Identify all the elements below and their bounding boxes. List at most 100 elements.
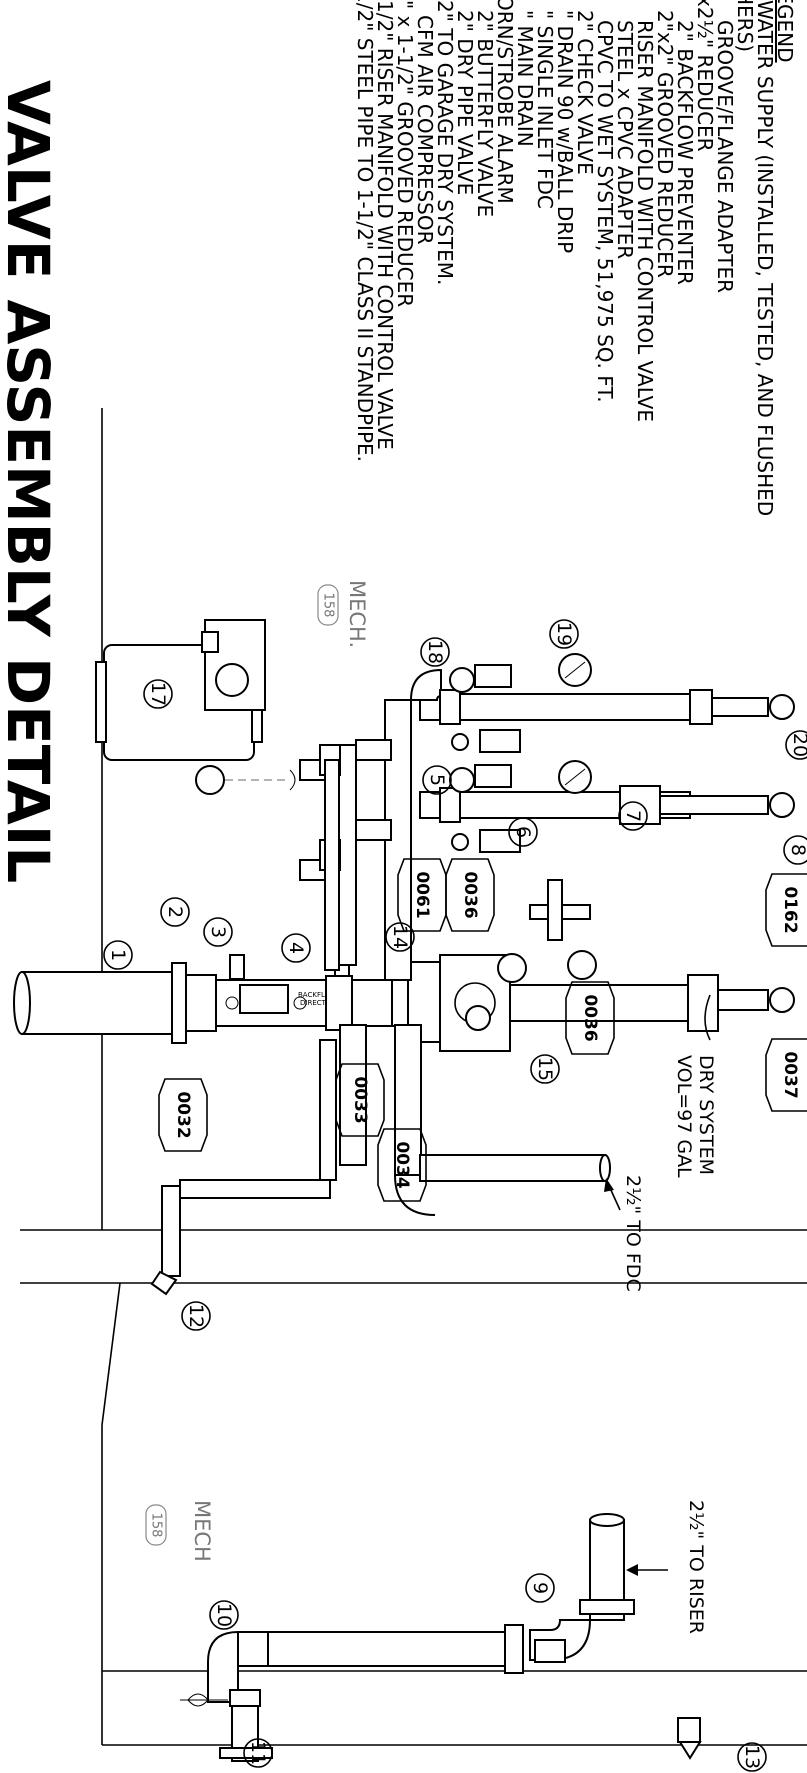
callout-15: 15 xyxy=(530,1054,560,1084)
legend-line: CPVC TO WET SYSTEM, 51,975 SQ. FT. xyxy=(593,20,617,403)
fdc-pipe xyxy=(394,1154,611,1216)
backflow-label-2: DIRECT xyxy=(300,999,327,1007)
callout-9: 9 xyxy=(525,1573,555,1603)
svg-text:14: 14 xyxy=(389,925,411,949)
svg-text:8: 8 xyxy=(787,844,807,856)
svg-text:3: 3 xyxy=(207,926,229,938)
tag-0061: 0061 xyxy=(397,858,447,932)
callout-10: 10 xyxy=(209,1600,239,1630)
svg-text:7: 7 xyxy=(622,810,644,822)
callout-13: 13 xyxy=(737,1742,767,1772)
legend-line: 2" BUTTERFLY VALVE xyxy=(473,10,497,217)
tag-0034: 0034 xyxy=(377,1128,427,1202)
mech-room-2: 158 xyxy=(149,1513,164,1538)
tag-0037: 0037 xyxy=(765,1038,807,1112)
tag-0036-a: 0036 xyxy=(445,858,495,932)
strobe-device xyxy=(677,1717,702,1760)
svg-text:2: 2 xyxy=(164,906,186,918)
legend-line: 2" TO GARAGE DRY SYSTEM. xyxy=(433,0,457,285)
drawing-title: VALVE ASSEMBLY DETAIL xyxy=(0,80,62,883)
svg-text:11: 11 xyxy=(247,1741,269,1765)
svg-text:17: 17 xyxy=(147,682,169,706)
callout-3: 3 xyxy=(203,917,233,947)
legend-line: 2" DRY PIPE VALVE xyxy=(453,10,477,195)
callout-17: 17 xyxy=(143,679,173,709)
tag-0162: 0162 xyxy=(765,873,807,947)
svg-text:19: 19 xyxy=(553,622,575,646)
legend: R LEGEND WATER SUPPLY (INSTALLED, TESTED… xyxy=(353,0,797,516)
svg-text:5: 5 xyxy=(426,774,448,786)
callout-18: 18 xyxy=(420,637,450,667)
svg-text:0061: 0061 xyxy=(412,871,432,918)
legend-line: WATER SUPPLY (INSTALLED, TESTED, AND FLU… xyxy=(753,0,777,516)
notes: DRY SYSTEM VOL=97 GAL 2½" TO FDC 2½" TO … xyxy=(145,580,717,1634)
legend-line: " MAIN DRAIN xyxy=(513,10,537,147)
svg-text:9: 9 xyxy=(529,1582,551,1594)
riser-pipe xyxy=(391,879,795,1052)
legend-line: GROOVE/FLANGE ADAPTER xyxy=(713,20,737,293)
callout-11: 11 xyxy=(243,1738,273,1768)
note-dry-system: DRY SYSTEM xyxy=(695,1055,717,1175)
callout-12: 12 xyxy=(181,1301,211,1331)
svg-text:0162: 0162 xyxy=(780,886,800,933)
legend-line: 1/2" RISER MANIFOLD WITH CONTROL VALVE xyxy=(373,0,397,450)
legend-line: " x 1-1/2" GROOVED REDUCER xyxy=(393,0,417,307)
riser-detail xyxy=(180,1513,635,1762)
svg-text:6: 6 xyxy=(512,826,534,838)
legend-line: 2" CHECK VALVE xyxy=(573,10,597,175)
main-supply-pipe: BACKFLOW DIRECT xyxy=(13,954,393,1044)
legend-line: RISER MANIFOLD WITH CONTROL VALVE xyxy=(633,20,657,422)
legend-heading: R LEGEND xyxy=(773,0,797,63)
legend-line: 1/2" STEEL PIPE TO 1-1/2" CLASS II STAND… xyxy=(353,0,377,462)
svg-text:13: 13 xyxy=(741,1745,763,1769)
svg-text:0033: 0033 xyxy=(350,1076,370,1123)
legend-line: HERS) xyxy=(733,0,757,52)
callout-5: 5 xyxy=(422,765,452,795)
manifold-pipes xyxy=(299,653,795,1176)
callouts: 1 2 3 4 5 6 7 8 9 10 11 12 13 14 15 17 1… xyxy=(103,619,807,1772)
mech-label-2: MECH xyxy=(190,1500,214,1562)
legend-line: x2½" REDUCER xyxy=(693,0,717,152)
callout-1: 1 xyxy=(103,940,133,970)
legend-line: STEEL x CPVC ADAPTER xyxy=(613,20,637,259)
note-dry-volume: VOL=97 GAL xyxy=(673,1055,695,1178)
callout-7: 7 xyxy=(618,801,648,831)
callout-6: 6 xyxy=(508,817,538,847)
callout-2: 2 xyxy=(160,897,190,927)
callout-14: 14 xyxy=(385,922,415,952)
svg-text:0034: 0034 xyxy=(392,1141,412,1188)
svg-text:0036: 0036 xyxy=(460,871,480,918)
svg-text:12: 12 xyxy=(185,1304,207,1328)
svg-text:15: 15 xyxy=(534,1057,556,1081)
svg-text:4: 4 xyxy=(285,942,307,954)
legend-line: 2"x2" GROOVED REDUCER xyxy=(653,10,677,278)
callout-20: 20 xyxy=(785,730,807,760)
svg-text:10: 10 xyxy=(213,1603,235,1627)
note-to-fdc: 2½" TO FDC xyxy=(622,1175,644,1292)
air-compressor xyxy=(95,619,296,795)
callout-19: 19 xyxy=(549,619,579,649)
note-to-riser: 2½" TO RISER xyxy=(685,1500,707,1634)
tags: 0032 0033 0034 0036 0036 0037 0061 0162 xyxy=(158,858,807,1202)
svg-text:0036: 0036 xyxy=(580,994,600,1041)
legend-line: 2" BACKFLOW PREVENTER xyxy=(673,20,697,285)
callout-8: 8 xyxy=(783,835,807,865)
mech-room-1: 158 xyxy=(321,593,336,618)
legend-line: " DRAIN 90 w/BALL DRIP xyxy=(553,10,577,253)
svg-text:20: 20 xyxy=(789,733,807,757)
svg-text:0032: 0032 xyxy=(173,1091,193,1138)
svg-text:0037: 0037 xyxy=(780,1051,800,1098)
drain-pipe xyxy=(150,1039,337,1296)
legend-line: " SINGLE INLET FDC xyxy=(533,10,557,209)
legend-line: CFM AIR COMPRESSOR xyxy=(413,15,437,245)
svg-text:1: 1 xyxy=(107,949,129,961)
tag-0036-b: 0036 xyxy=(565,981,615,1055)
tag-0033: 0033 xyxy=(335,1063,385,1137)
svg-text:18: 18 xyxy=(424,640,446,664)
callout-4: 4 xyxy=(281,933,311,963)
tag-0032: 0032 xyxy=(158,1078,208,1152)
mech-label-1: MECH. xyxy=(345,580,369,648)
legend-line: ORN/STROBE ALARM xyxy=(493,0,517,204)
